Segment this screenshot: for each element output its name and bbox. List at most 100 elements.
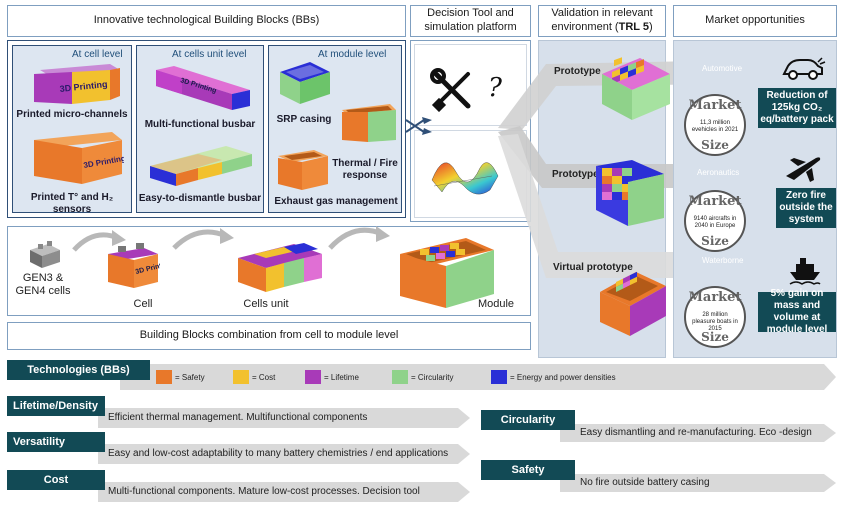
header-validation-text: Validation in relevant environment ( (551, 7, 653, 33)
market-size-stamp-1: Market 11,3 million evehicles in 2021 Si… (684, 94, 746, 156)
sector-aeronautics: Aeronautics (697, 168, 740, 177)
impact-title-cost: Cost (7, 470, 105, 490)
legend-label-safety: = Safety (175, 373, 205, 382)
wrench-screwdriver-icon (430, 68, 471, 112)
caption-gen-cells: GEN3 & GEN4 cells (15, 272, 71, 298)
sector-waterborne: Waterborne (702, 256, 744, 265)
combination-footer: Building Blocks combination from cell to… (7, 322, 531, 350)
curved-arrow-2 (172, 228, 234, 250)
caption-exhaust-gas: Exhaust gas management (274, 196, 398, 207)
thermal-fire-block (342, 104, 396, 142)
curved-arrow-1 (72, 230, 126, 252)
impact-arrow-versatility (98, 444, 470, 464)
airplane-icon (786, 157, 821, 182)
multifunctional-busbar-block: 3D Printing (156, 66, 250, 110)
caption-module: Module (477, 298, 515, 310)
prototype-label-1: Prototype (554, 66, 601, 77)
outcome-waterborne: 5% gain on mass and volume at module lev… (758, 288, 836, 335)
prototype-label-2: Prototype (552, 169, 599, 180)
header-validation-trl: TRL 5 (618, 21, 649, 33)
combination-panel (7, 226, 531, 316)
exhaust-gas-block (278, 150, 328, 190)
caption-cell: Cell (133, 298, 153, 310)
prototype-2-module (596, 160, 664, 226)
market-size-stamp-2: Market 9140 aircrafts in 2040 in Europe … (684, 190, 746, 252)
legend-swatch-cost (233, 370, 249, 384)
header-decision-text: Decision Tool and simulation platform (424, 7, 517, 33)
svg-text:?: ? (488, 73, 503, 100)
impact-arrow-lifetime (98, 408, 470, 428)
caption-thermal-fire: Thermal / Fire response (332, 158, 398, 181)
legend-label-circularity: = Circularity (411, 373, 454, 382)
stamp-3-bottom: Size (701, 330, 729, 344)
virtual-prototype-label: Virtual prototype (553, 262, 633, 273)
caption-dismantle-busbar: Easy-to-dismantle busbar (138, 193, 262, 204)
market-size-stamp-3: Market 28 million pleasure boats in 2015… (684, 286, 746, 348)
ship-icon (789, 258, 821, 285)
caption-cells-unit: Cells unit (243, 298, 289, 310)
legend-label-energy: = Energy and power densities (510, 373, 616, 382)
decision-tools-panel (414, 44, 527, 126)
impact-text-versatility: Easy and low-cost adaptability to many b… (108, 448, 449, 459)
impact-text-lifetime: Efficient thermal management. Multifunct… (108, 412, 368, 423)
stamp-1-mid: 11,3 million evehicles in 2021 (691, 120, 739, 134)
car-icon (782, 57, 826, 80)
technologies-title: Technologies (BBs) (7, 360, 150, 380)
impact-text-safety: No fire outside battery casing (580, 477, 710, 488)
dismantle-busbar-block (150, 146, 252, 186)
printing-text-cell: 3D Printing (59, 79, 108, 94)
surface-plot-icon (431, 162, 499, 195)
header-bbs-text: Innovative technological Building Blocks… (93, 14, 320, 27)
header-validation: Validation in relevant environment (TRL … (538, 5, 666, 37)
level-cells-unit: At cells unit level (172, 49, 247, 60)
combination-footer-text: Building Blocks combination from cell to… (139, 329, 399, 342)
legend-swatch-lifetime (305, 370, 321, 384)
caption-srp-casing: SRP casing (276, 114, 332, 125)
stamp-3-mid: 28 million pleasure boats in 2015 (692, 312, 738, 333)
micro-channel-block: 3D Printing (34, 64, 120, 104)
legend-swatch-safety (156, 370, 172, 384)
impact-text-circularity: Easy dismantling and re-manufacturing. E… (580, 427, 812, 438)
sector-automotive: Automotive (702, 64, 743, 73)
caption-sensors: Printed T° and H₂ sensors (30, 192, 114, 215)
impact-title-circularity: Circularity (481, 410, 575, 430)
virtual-prototype-module (600, 271, 666, 336)
legend-swatch-energy (491, 370, 507, 384)
header-bbs: Innovative technological Building Blocks… (7, 5, 406, 37)
stamp-2-top: Market (688, 194, 742, 209)
stamp-1-bottom: Size (701, 138, 729, 152)
outcome-automotive: Reduction of 125kg CO₂ eq/battery pack (758, 88, 836, 128)
prototype-1-module (602, 57, 670, 120)
legend-label-cost: = Cost (252, 373, 276, 382)
level-module: At module level (318, 49, 387, 60)
combination-cell: 3D Printing (108, 243, 160, 288)
stamp-2-mid: 9140 aircrafts in 2040 in Europe (693, 216, 737, 230)
impact-title-safety: Safety (481, 460, 575, 480)
caption-micro-channels: Printed micro-channels (16, 109, 128, 120)
technologies-arrow (120, 364, 836, 390)
header-validation-close: ) (648, 21, 653, 33)
question-mark-icon: ? (488, 73, 503, 100)
level-cell: At cell level (72, 49, 123, 60)
caption-multifunctional-busbar: Multi-functional busbar (144, 119, 256, 130)
stamp-3-top: Market (688, 290, 742, 305)
impact-title-lifetime: Lifetime/Density (7, 396, 105, 416)
impact-text-cost: Multi-functional components. Mature low-… (108, 486, 420, 497)
legend-swatch-circularity (392, 370, 408, 384)
outcome-aeronautics: Zero fire outside the system (776, 188, 836, 228)
legend-label-lifetime: = Lifetime (324, 373, 359, 382)
header-decision: Decision Tool and simulation platform (410, 5, 531, 37)
stamp-2-bottom: Size (701, 234, 729, 248)
curved-arrow-3 (328, 226, 390, 250)
impact-arrow-circularity (560, 424, 836, 442)
combination-cells-unit (238, 243, 322, 292)
crossed-arrows-icon (405, 117, 432, 135)
impact-arrow-cost (98, 482, 470, 502)
sensors-block: 3D Printing (34, 132, 124, 184)
impact-arrow-safety (560, 474, 836, 492)
stamp-1-top: Market (688, 98, 742, 113)
header-market: Market opportunities (673, 5, 837, 37)
gen-cell-icon (30, 241, 60, 268)
srp-casing-block (280, 62, 330, 104)
impact-title-versatility: Versatility (7, 432, 105, 452)
